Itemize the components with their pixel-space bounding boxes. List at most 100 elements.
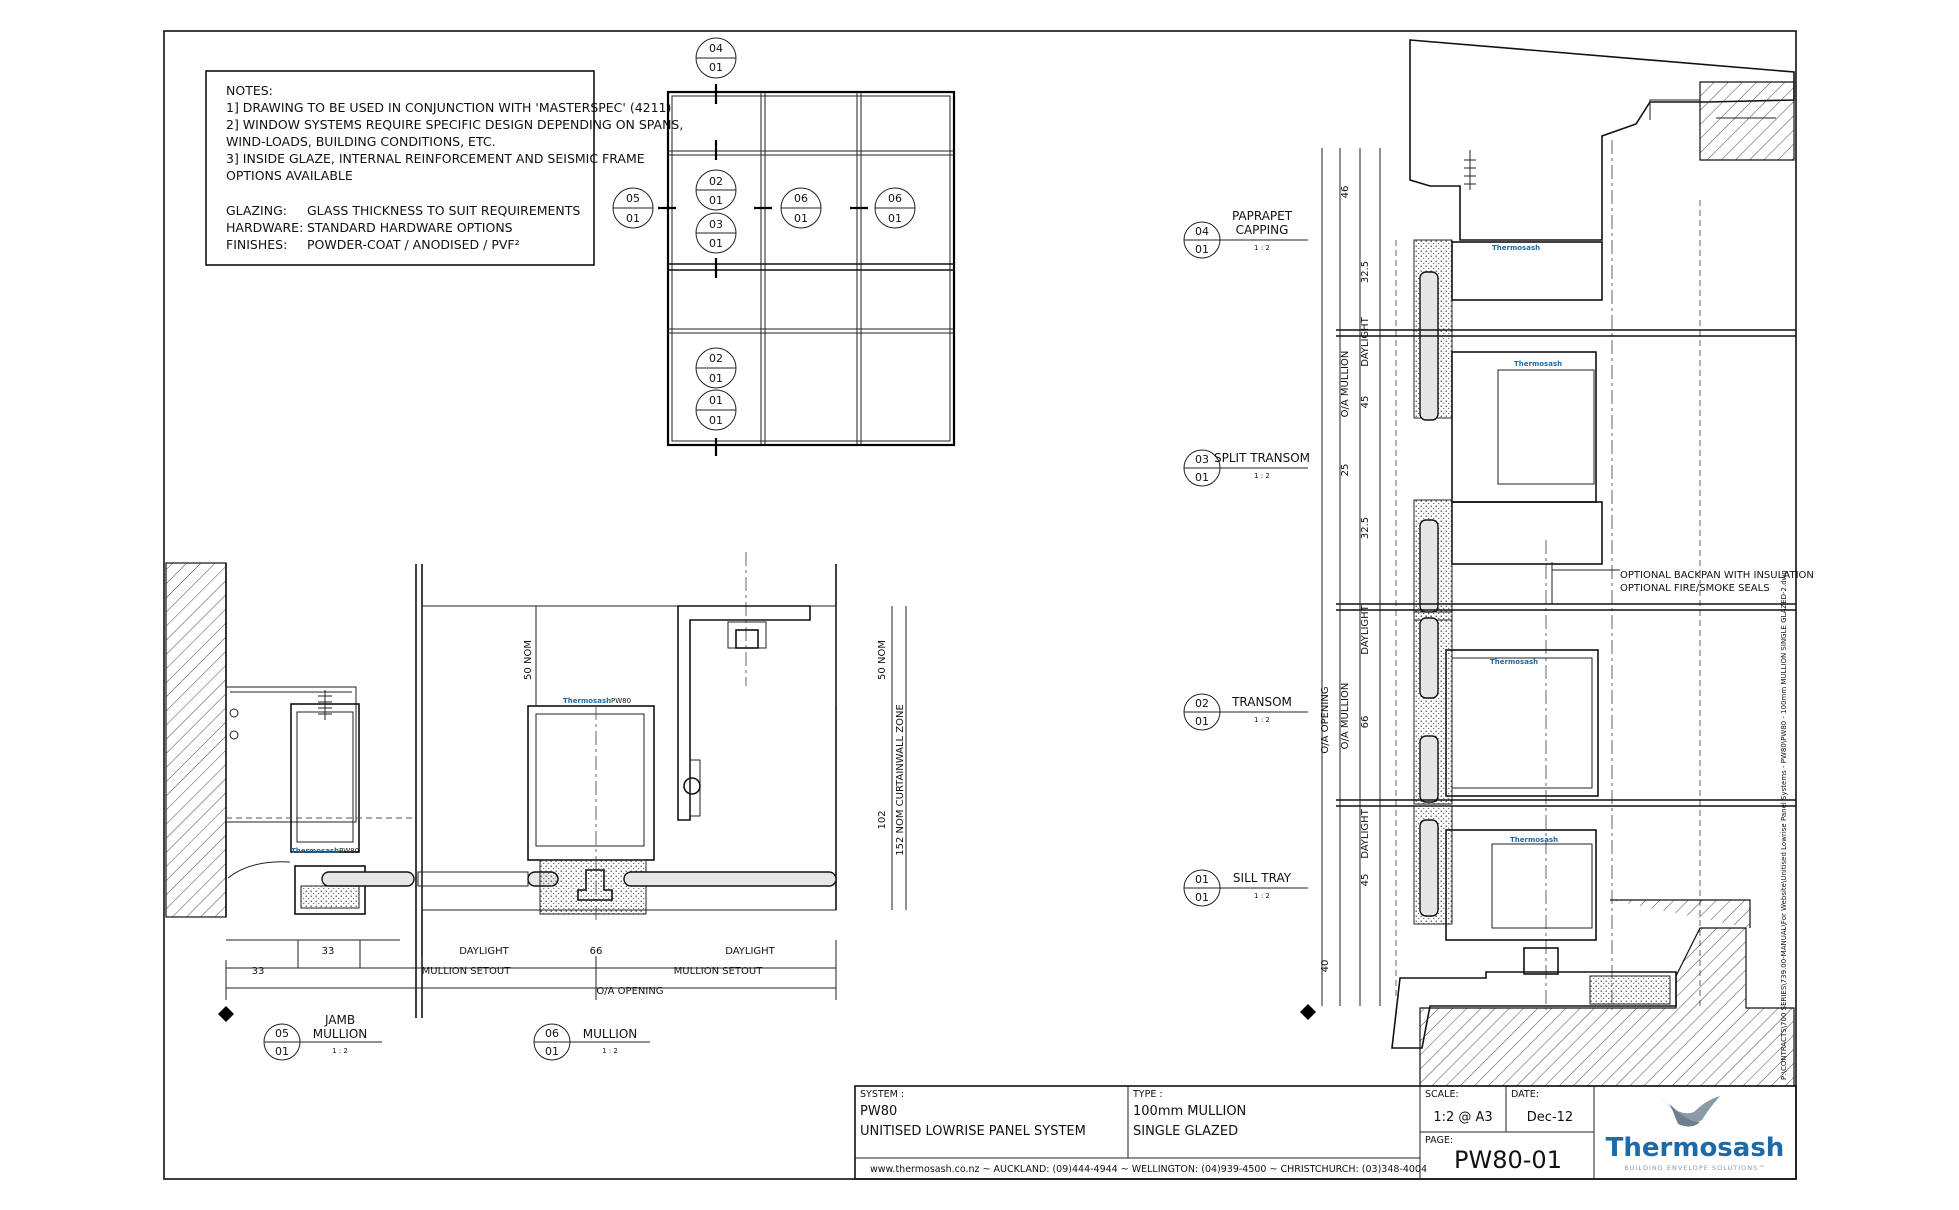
svg-text:05: 05 [626,192,640,205]
section-tag-sill-tray: 01 01 SILL TRAY 1 : 2 [1183,869,1308,907]
mullion-scale: 1 : 2 [602,1047,618,1055]
notes-heading: NOTES: [226,83,273,98]
dim-setout-a: MULLION SETOUT [422,966,512,977]
dim-25: 25 [1340,464,1351,477]
spec-value: POWDER-COAT / ANODISED / PVF² [307,237,520,252]
type-line-2: SINGLE GLAZED [1133,1124,1238,1139]
tag-title: SILL TRAY [1233,871,1292,885]
profile-code: PW80 [611,697,631,705]
svg-text:02: 02 [709,352,723,365]
section-tag-split-transom: 03 01 SPLIT TRANSOM 1 : 2 [1183,449,1310,487]
system-label: SYSTEM : [860,1089,904,1100]
dim-50-nom-b: 50 NOM [877,640,888,680]
callout-seals: OPTIONAL FIRE/SMOKE SEALS [1620,583,1770,594]
svg-text:01: 01 [709,394,723,407]
dim-32-5-a: 32.5 [1360,261,1371,283]
svg-text:01: 01 [545,1045,559,1058]
svg-text:01: 01 [626,212,640,225]
svg-text:01: 01 [1195,891,1209,904]
svg-text:01: 01 [709,237,723,250]
svg-text:06: 06 [545,1027,559,1040]
dim-opening: O/A OPENING [596,986,663,997]
tag-title: TRANSOM [1231,695,1292,709]
svg-text:06: 06 [794,192,808,205]
dim-66: 66 [1360,716,1371,729]
elevation-tag-right: 06 01 [874,187,916,229]
level-marker [218,1006,234,1022]
dim-oa-mullion-a: O/A MULLION [1340,351,1351,418]
jamb-subtitle: MULLION [313,1027,367,1041]
svg-text:05: 05 [275,1027,289,1040]
dim-46: 46 [1340,186,1351,199]
section-tag-parapet: 04 01 PAPRAPET CAPPING 1 : 2 [1183,209,1308,259]
dim-102: 102 [877,810,888,829]
dim-50-nom-a: 50 NOM [523,640,534,680]
jamb-section-tag: 05 01 JAMB MULLION 1 : 2 [263,1013,382,1061]
type-line-1: 100mm MULLION [1133,1104,1246,1119]
bird-icon [1670,1104,1700,1127]
profile-brand: Thermosash [563,697,611,705]
svg-text:01: 01 [1195,715,1209,728]
type-label: TYPE : [1132,1089,1163,1100]
svg-text:06: 06 [888,192,902,205]
mullion-title: MULLION [583,1027,637,1041]
profile-brand: Thermosash [1490,658,1538,666]
callout-backpan: OPTIONAL BACKPAN WITH INSULATION [1620,570,1814,581]
svg-text:01: 01 [794,212,808,225]
elevation-grid [658,84,956,456]
dim-daylight-b: DAYLIGHT [725,946,775,957]
title-block: SYSTEM : PW80 UNITISED LOWRISE PANEL SYS… [854,1085,1797,1180]
dim-daylight-a: DAYLIGHT [1360,316,1371,366]
note-line: OPTIONS AVAILABLE [226,168,353,183]
svg-text:01: 01 [1195,471,1209,484]
bird-icon [1660,1096,1720,1123]
logo-name: Thermosash [1606,1133,1785,1163]
page-label: PAGE: [1425,1135,1453,1146]
svg-text:01: 01 [275,1045,289,1058]
jamb-scale: 1 : 2 [332,1047,348,1055]
page-value: PW80-01 [1454,1146,1562,1174]
logo-tagline: BUILDING ENVELOPE SOLUTIONS™ [1624,1164,1766,1172]
scale-value: 1:2 @ A3 [1433,1110,1492,1125]
elevation-tag-low-a: 02 01 [695,347,737,389]
system-line-1: PW80 [860,1104,897,1119]
dim-33-a: 33 [322,946,335,957]
dim-setout-b: MULLION SETOUT [674,966,764,977]
dim-45-b: 45 [1360,874,1371,887]
svg-text:01: 01 [888,212,902,225]
tag-title: PAPRAPET [1232,209,1293,223]
profile-brand: Thermosash [1510,836,1558,844]
note-line: 3] INSIDE GLAZE, INTERNAL REINFORCEMENT … [226,151,645,166]
dim-oa-mullion-b: O/A MULLION [1340,683,1351,750]
spec-key: FINISHES: [226,237,287,252]
dim-daylight-b: DAYLIGHT [1360,604,1371,654]
svg-text:01: 01 [1195,873,1209,886]
thermosash-logo: Thermosash BUILDING ENVELOPE SOLUTIONS™ [1606,1096,1785,1172]
vertical-section: Thermosash Thermosash Thermosash Thermos… [1300,39,1814,1087]
profile-brand: Thermosash [1514,360,1562,368]
tag-scale: 1 : 2 [1254,244,1270,252]
profile-brand: Thermosash [1492,244,1540,252]
dim-32-5-b: 32.5 [1360,517,1371,539]
dim-zone: 152 NOM CURTAINWALL ZONE [895,704,906,856]
elevation-tag-mid-a: 02 01 [695,169,737,211]
profile-code: PW80 [339,847,359,855]
mullion-section-tag: 06 01 MULLION 1 : 2 [533,1023,650,1061]
svg-text:01: 01 [709,194,723,207]
dim-daylight-c: DAYLIGHT [1360,808,1371,858]
note-line: WIND-LOADS, BUILDING CONDITIONS, ETC. [226,134,496,149]
date-value: Dec-12 [1527,1110,1573,1125]
svg-text:02: 02 [1195,697,1209,710]
dim-daylight-a: DAYLIGHT [459,946,509,957]
note-line: 2] WINDOW SYSTEMS REQUIRE SPECIFIC DESIG… [226,117,683,132]
svg-text:03: 03 [1195,453,1209,466]
note-line: 1] DRAWING TO BE USED IN CONJUNCTION WIT… [226,100,671,115]
elevation-tag-mid-b: 03 01 [695,212,737,254]
svg-text:03: 03 [709,218,723,231]
svg-text:01: 01 [709,61,723,74]
tag-scale: 1 : 2 [1254,716,1270,724]
spec-key: HARDWARE: [226,220,303,235]
scale-label: SCALE: [1425,1089,1459,1100]
spec-value: GLASS THICKNESS TO SUIT REQUIREMENTS [307,203,580,218]
date-label: DATE: [1511,1089,1539,1100]
